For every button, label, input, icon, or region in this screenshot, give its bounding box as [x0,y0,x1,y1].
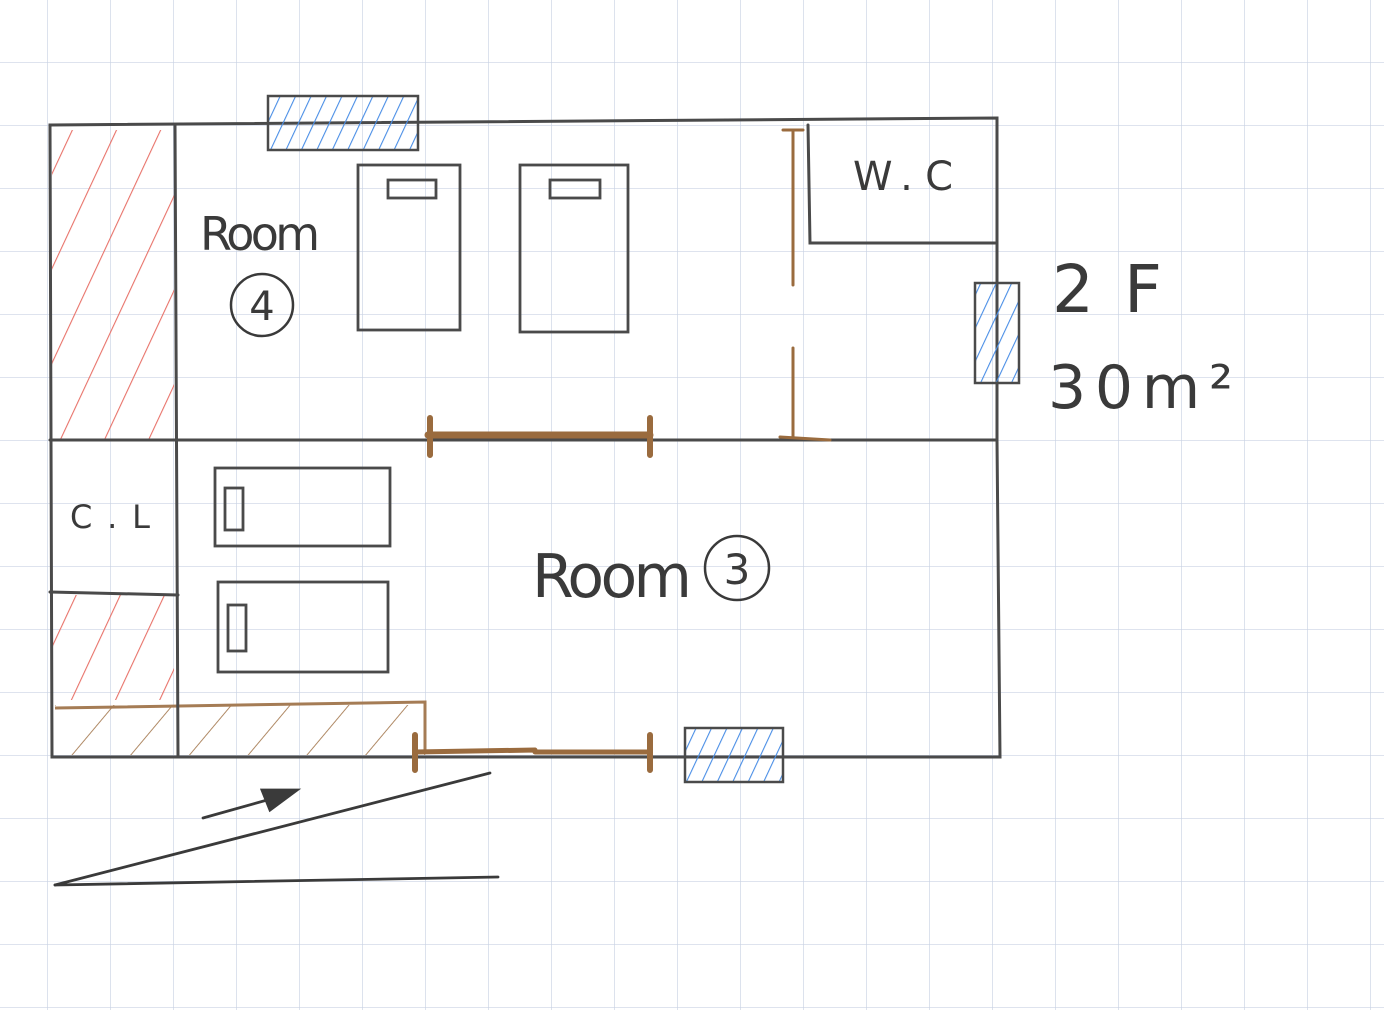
room4-number: 4 [249,284,274,330]
window-bottom [683,726,785,784]
bed-3 [213,466,392,548]
pillow-1 [386,178,438,200]
window-top [266,94,420,152]
room3-number: 3 [724,545,751,594]
bed-1 [356,163,462,332]
room4-number-circle [229,272,295,338]
doors [412,128,832,773]
wc-label: W.C [853,154,953,200]
room3-number-circle [703,534,771,602]
staircase [53,771,500,887]
pillow-4 [226,603,248,653]
closet-label: C.L [70,498,150,536]
wall-hatch-top [52,130,174,440]
bed-4 [216,580,390,674]
wall-hatch-bottom [52,595,174,700]
pillow-3 [223,486,245,532]
pillow-2 [548,178,602,200]
storage-hatch [55,705,425,755]
room3-label: Room [532,542,692,612]
room4-label: Room [200,207,320,261]
beds [213,163,630,674]
window-right [973,281,1021,385]
walls [48,116,1002,759]
bed-2 [518,163,630,334]
